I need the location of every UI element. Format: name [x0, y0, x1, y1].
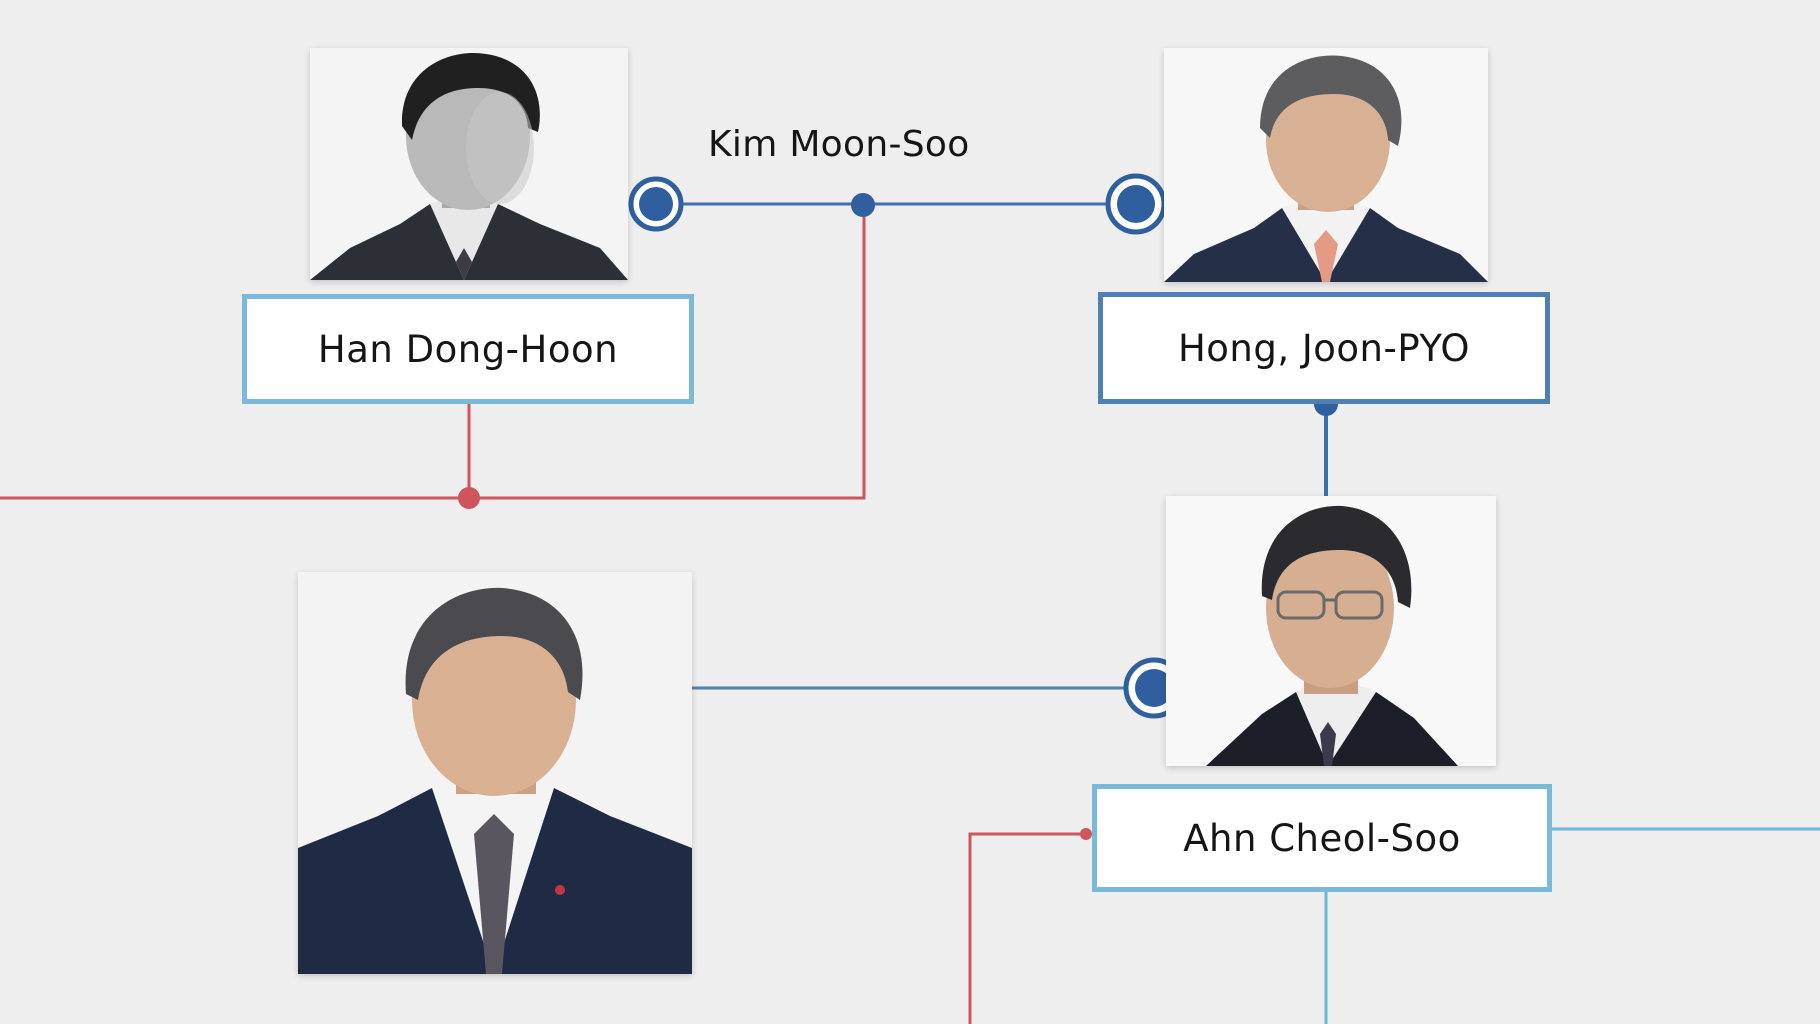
red-connector-ahn-left	[968, 832, 1086, 1024]
dot-node-ahn-left	[1080, 828, 1092, 840]
portrait-photo-unnamed	[298, 572, 692, 974]
name-box-han: Han Dong-Hoon	[242, 294, 694, 404]
portrait-photo-han	[310, 48, 628, 280]
red-connector-left	[0, 205, 866, 500]
dot-node-han-drop	[458, 487, 480, 509]
name-box-hong: Hong, Joon-PYO	[1098, 292, 1550, 404]
name-box-ahn: Ahn Cheol-Soo	[1092, 784, 1552, 892]
dot-node-kim	[851, 193, 875, 217]
link-label-kim: Kim Moon-Soo	[708, 124, 970, 165]
portrait-photo-hong	[1164, 48, 1488, 282]
portrait-photo-ahn	[1166, 496, 1496, 766]
